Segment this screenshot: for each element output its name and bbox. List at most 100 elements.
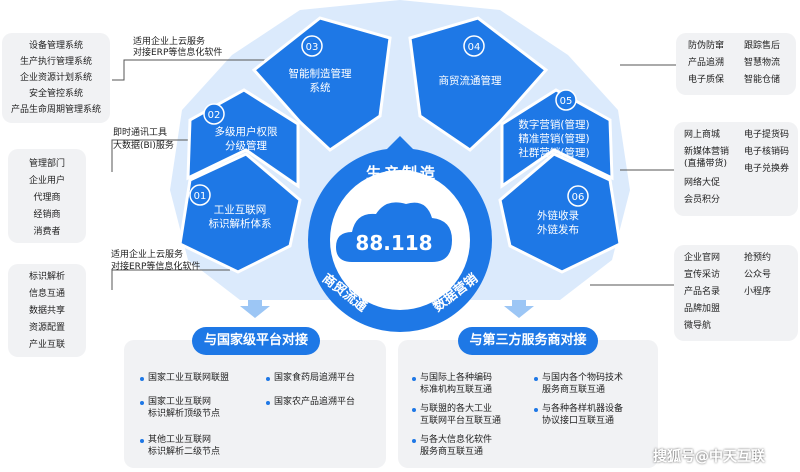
- segment-label: 数字营销(管理): [518, 118, 589, 131]
- right-box-item: 智慧物流: [744, 58, 781, 68]
- connector-line-bottom-left: [111, 269, 230, 290]
- bullet-dot: [266, 401, 270, 405]
- segment-number: 03: [306, 42, 319, 53]
- connector-bottom-left-line1: 适用企业上云服务: [111, 250, 184, 260]
- segment-shape: [500, 88, 614, 189]
- right-box-item: 电子核销码: [744, 147, 790, 157]
- national-item: 国家食药局追溯平台: [274, 373, 356, 383]
- bullet-dot: [140, 401, 144, 405]
- third-party-item: 服务商互联互通: [542, 385, 606, 395]
- segment-number: 05: [560, 96, 573, 107]
- right-box-item: 防伪防窜: [688, 41, 725, 51]
- right-box-item: 公众号: [744, 270, 772, 280]
- bullet-dot: [266, 377, 270, 381]
- left-box-item: 生产执行管理系统: [19, 57, 92, 67]
- left-box-users: 管理部门 企业用户 代理商 经销商 消费者: [8, 149, 86, 243]
- left-box-item: 产品生命周期管理系统: [10, 105, 101, 115]
- right-box-traceability: 防伪防窜 产品追溯 电子质保 跟踪售后 智慧物流 智能仓储: [676, 33, 796, 95]
- left-box-item: 企业资源计划系统: [19, 73, 92, 83]
- left-box-item: 经销商: [33, 210, 61, 220]
- segment-number-badge: [567, 185, 589, 207]
- segment-label: 多级用户权限: [215, 125, 278, 138]
- right-box-item: 会员积分: [684, 195, 721, 205]
- arrow-down-right: [504, 300, 534, 318]
- segment-shape: [498, 152, 622, 274]
- connector-mid-left-line2: 大数据(BI)服务: [113, 141, 174, 151]
- left-box-item: 企业用户: [28, 176, 65, 186]
- left-box-item: 标识解析: [28, 272, 65, 282]
- third-party-item: 服务商互联互通: [420, 447, 484, 457]
- third-party-item: 与联盟的各大工业: [420, 404, 493, 414]
- arrow-down-left: [240, 300, 270, 318]
- right-box-item: 电子质保: [688, 75, 725, 85]
- right-box-item: 微导航: [684, 321, 712, 331]
- segment-04: 04 商贸流通管理: [408, 16, 549, 152]
- left-box-item: 产业互联: [28, 340, 65, 350]
- connector-top-left-line1: 适用企业上云服务: [133, 37, 206, 47]
- segment-label: 工业互联网: [214, 204, 267, 216]
- right-box-item: 企业官网: [684, 253, 721, 263]
- third-party-item: 互联网平台互联互通: [420, 416, 502, 426]
- bullet-dot: [534, 377, 538, 381]
- third-party-item: 与国内各个物码技术: [542, 373, 624, 383]
- center-top-label: 生产制造: [366, 164, 438, 182]
- right-box-item: 电子提货码: [744, 130, 790, 140]
- segment-label: 商贸流通管理: [439, 74, 502, 87]
- right-box-item: 电子兑换券: [744, 164, 790, 174]
- national-item: 其他工业互联网: [148, 435, 212, 445]
- right-box-item: 网上商城: [684, 130, 721, 140]
- cloud-icon: [336, 202, 452, 262]
- watermark: 搜狐号@中天互联: [653, 449, 765, 465]
- connector-top-left-line2: 对接ERP等信息化软件: [133, 48, 223, 58]
- third-party-item: 标准机构互联互通: [420, 385, 493, 395]
- bullet-dot: [534, 408, 538, 412]
- left-box-item: 资源配置: [28, 323, 65, 333]
- connector-mid-left-line1: 即时通讯工具: [113, 128, 168, 138]
- national-item: 标识解析二级节点: [148, 447, 221, 457]
- bullet-dot: [140, 377, 144, 381]
- right-box-item: 智能仓储: [744, 75, 781, 85]
- right-box-item: (直播带货): [684, 159, 728, 169]
- connector-bottom-left-line2: 对接ERP等信息化软件: [111, 262, 201, 272]
- left-box-item: 消费者: [33, 227, 61, 237]
- segment-number-badge: [301, 35, 323, 57]
- segment-label: 精准营销(管理): [518, 132, 589, 145]
- connector-line-top-left: [112, 59, 300, 81]
- left-box-item: 数据共享: [28, 306, 65, 316]
- third-party-item: 与各种各样机器设备: [542, 404, 624, 414]
- bullet-dot: [140, 439, 144, 443]
- segment-number-badge: [203, 103, 225, 125]
- segment-number: 02: [208, 110, 221, 121]
- right-box-channels: 企业官网 宣传采访 产品名录 品牌加盟 微导航 抢预约 公众号 小程序: [674, 245, 798, 341]
- segment-number: 04: [468, 42, 481, 53]
- right-box-item: 跟踪售后: [744, 41, 781, 51]
- left-box-item: 设备管理系统: [28, 41, 83, 51]
- third-party-panel: 与国际上各种编码 标准机构互联互通 与国内各个物码技术 服务商互联互通 与联盟的…: [398, 340, 658, 468]
- third-party-item: 与国际上各种编码: [420, 373, 493, 383]
- segment-label: 外链收录: [537, 209, 579, 222]
- segment-label: 外链发布: [537, 223, 579, 236]
- segment-label: 系统: [310, 81, 331, 94]
- national-item: 国家农产品追溯平台: [274, 397, 356, 407]
- segment-label: 智能制造管理: [289, 67, 352, 80]
- left-box-item: 代理商: [33, 193, 61, 203]
- right-box-item: 产品名录: [684, 287, 721, 297]
- segment-label: 分级管理: [225, 139, 267, 152]
- left-box-systems: 设备管理系统 生产执行管理系统 企业资源计划系统 安全管控系统 产品生命周期管理…: [2, 33, 110, 123]
- right-box-item: 网络大促: [684, 178, 721, 188]
- segment-number: 06: [572, 192, 585, 203]
- segment-shape: [178, 152, 302, 274]
- national-platform-panel: 国家工业互联网联盟 国家食药局追溯平台 国家工业互联网 标识解析顶级节点 国家农…: [124, 340, 386, 468]
- left-box-item: 信息互通: [28, 289, 65, 299]
- segment-shape: [408, 16, 549, 152]
- right-box-item: 宣传采访: [684, 270, 721, 280]
- center-ring-arrow: [386, 136, 414, 162]
- right-box-item: 小程序: [744, 287, 772, 297]
- national-item: 标识解析顶级节点: [148, 409, 221, 419]
